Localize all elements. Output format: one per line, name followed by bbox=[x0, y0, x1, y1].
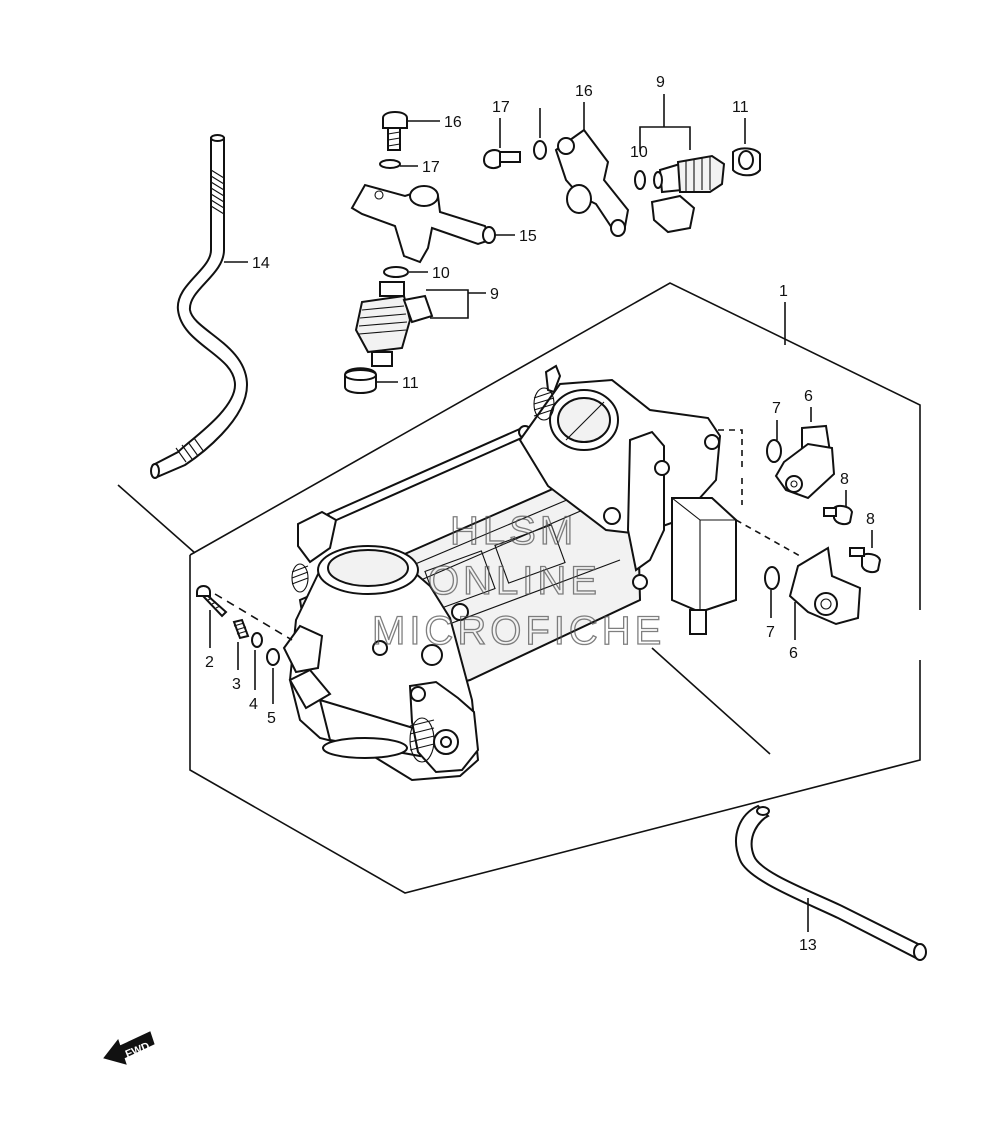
callout-7b: 7 bbox=[766, 624, 775, 641]
o-ring-5 bbox=[266, 648, 280, 666]
cap-11-left bbox=[344, 367, 377, 394]
o-ring-7-top bbox=[766, 439, 782, 463]
callout-10b: 10 bbox=[432, 265, 450, 282]
sensor-guide-bottom bbox=[735, 519, 801, 557]
callout-2: 2 bbox=[205, 654, 214, 671]
callout-17a: 17 bbox=[422, 159, 440, 176]
callout-14: 15 bbox=[519, 228, 537, 245]
sensor-6-top bbox=[774, 424, 836, 500]
hose-13 bbox=[735, 804, 927, 961]
injector-9-left bbox=[354, 281, 434, 367]
leader-9b-bracket bbox=[426, 289, 469, 319]
bolt-16-right bbox=[482, 149, 521, 169]
screw-8-top bbox=[823, 504, 854, 526]
callout-1: 1 bbox=[779, 283, 788, 300]
callout-7a: 7 bbox=[772, 400, 781, 417]
o-ring-10-right bbox=[634, 170, 646, 190]
callout-6a: 6 bbox=[804, 388, 813, 405]
callout-13: 13 bbox=[799, 937, 817, 954]
leader-13-to-assembly bbox=[651, 647, 771, 755]
o-ring-7-bottom bbox=[764, 566, 780, 590]
fwd-arrow-icon: FWD bbox=[103, 1031, 155, 1065]
assembly-outline bbox=[189, 282, 921, 894]
callout-10a: 10 bbox=[630, 144, 648, 161]
watermark-line-2: ONLINE bbox=[428, 559, 601, 603]
o-ring-10-left bbox=[383, 266, 409, 278]
spring-3 bbox=[232, 618, 250, 640]
parts-2-5-guide bbox=[214, 593, 293, 641]
leader-9a-bracket bbox=[639, 126, 691, 152]
bolt-16-top bbox=[382, 111, 408, 151]
screw-8-bottom bbox=[849, 547, 882, 574]
fuel-pipe-15 bbox=[554, 128, 630, 237]
washer-4 bbox=[251, 632, 263, 648]
leader-12-to-assembly bbox=[117, 484, 196, 554]
callout-5: 5 bbox=[267, 710, 276, 727]
callout-11a: 11 bbox=[732, 99, 749, 116]
hose-12 bbox=[150, 134, 249, 479]
watermark: HLSM ONLINE MICROFICHE bbox=[371, 508, 665, 653]
cap-11-right bbox=[732, 147, 761, 177]
callout-8a: 8 bbox=[840, 471, 849, 488]
watermark-line-1: HLSM bbox=[450, 509, 577, 553]
callout-9a: 9 bbox=[656, 74, 665, 91]
callout-15: 16 bbox=[575, 83, 593, 100]
callout-12: 14 bbox=[252, 255, 270, 272]
washer-17-right bbox=[533, 140, 547, 160]
callout-16a: 16 bbox=[444, 114, 462, 131]
screw-2 bbox=[196, 585, 228, 618]
washer-17-top bbox=[379, 159, 401, 169]
callout-6b: 6 bbox=[789, 645, 798, 662]
injector-9-right bbox=[650, 154, 726, 234]
callout-16b: 17 bbox=[492, 99, 510, 116]
callout-9b: 9 bbox=[490, 286, 499, 303]
sensor-guide-top bbox=[718, 429, 743, 470]
callout-3: 3 bbox=[232, 676, 241, 693]
watermark-line-3: MICROFICHE bbox=[372, 609, 665, 653]
throttle-body bbox=[282, 364, 737, 782]
callout-8b: 8 bbox=[866, 511, 875, 528]
callout-4: 4 bbox=[249, 696, 258, 713]
callout-11b: 11 bbox=[402, 375, 419, 392]
sensor-6-bottom bbox=[788, 546, 862, 626]
bracket-14 bbox=[350, 183, 496, 264]
